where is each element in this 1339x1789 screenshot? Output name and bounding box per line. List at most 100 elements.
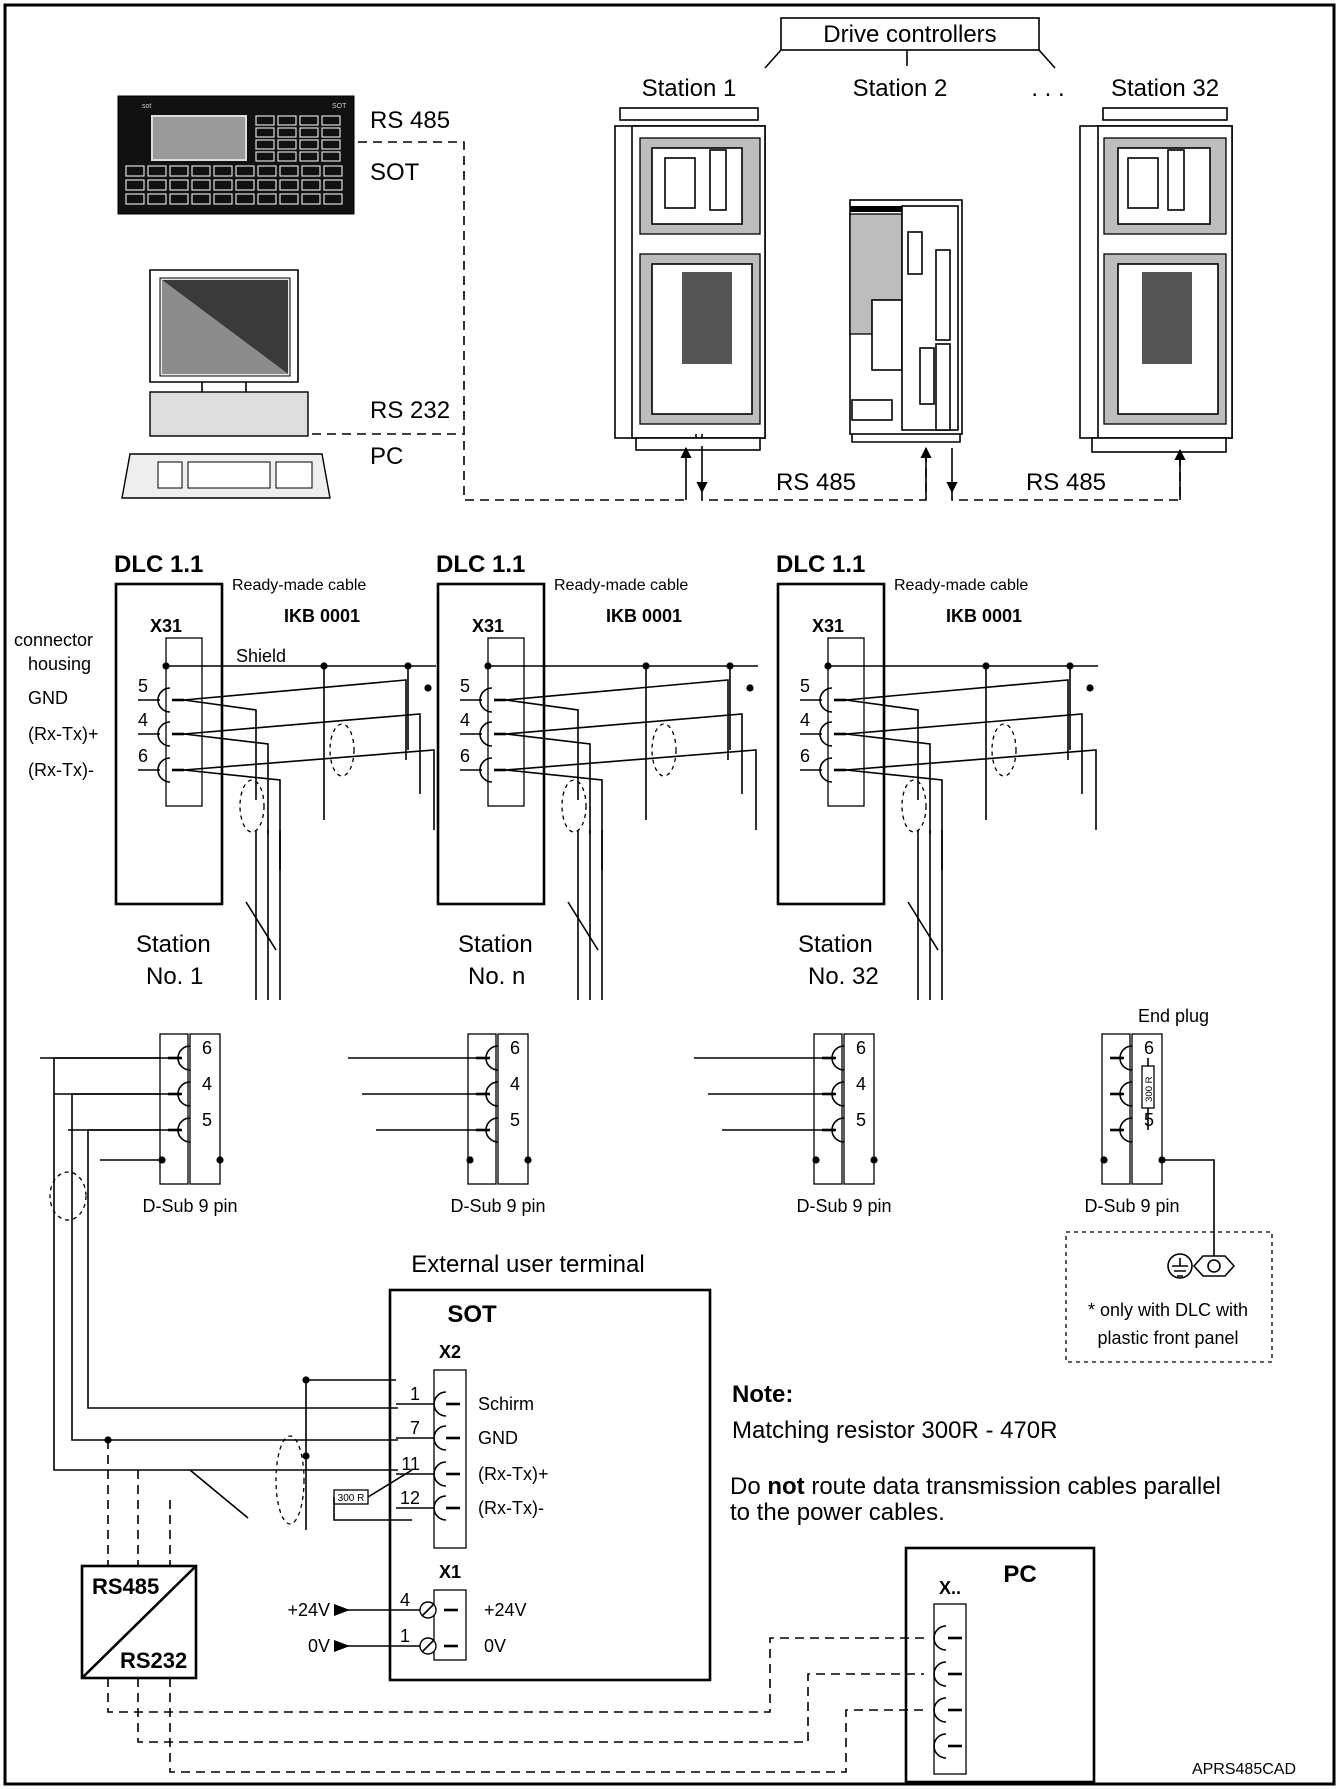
x31-label: X31: [812, 616, 844, 636]
bundle-wire: [845, 679, 1069, 760]
resistor-lead: [333, 1469, 413, 1521]
shield-dot: [824, 662, 832, 670]
rs485-sot-label: RS 485: [370, 107, 450, 134]
bundle-wire: [183, 733, 269, 834]
sot-key: [125, 165, 145, 177]
dsub-pin-number: 6: [1144, 1038, 1154, 1058]
sot-key: [147, 179, 167, 191]
x31-pin-number: 4: [800, 710, 810, 730]
sot-key: [255, 139, 275, 150]
station-32-label: Station 32: [1111, 75, 1219, 102]
ready-made-cable-label: Ready-made cable: [554, 577, 688, 594]
sot-panel-device: sot SOT: [117, 95, 355, 215]
pc-box-x: X..: [939, 1578, 961, 1598]
bundle-wire: [183, 679, 407, 760]
end-plug-resistor-label: 300 R: [1144, 1076, 1155, 1102]
rs232-pc-label: RS 232: [370, 397, 450, 424]
ready-made-cable-label: Ready-made cable: [232, 577, 366, 594]
junction-dot: [216, 1156, 224, 1164]
sot-key: [299, 127, 319, 138]
dsub-pin-number: 4: [510, 1074, 520, 1094]
cable-sheath: [901, 779, 927, 833]
ground-note-line2: plastic front panel: [1097, 1328, 1238, 1348]
note-line2: Do not route data transmission cables pa…: [730, 1473, 1221, 1500]
junction-dot: [870, 1156, 878, 1164]
sot-key: [323, 179, 343, 191]
pc-key: [187, 461, 271, 489]
cable-sheath: [561, 779, 587, 833]
cable-break: [907, 901, 939, 951]
sot-key: [321, 127, 341, 138]
station-label: Station: [458, 931, 533, 958]
sot-key: [257, 165, 277, 177]
sot-key: [213, 179, 233, 191]
sot-key: [125, 193, 145, 205]
x31-pin-number: 6: [460, 746, 470, 766]
sot-x2-pin-number: 7: [410, 1418, 420, 1438]
sot-x2-pin-number: 1: [410, 1384, 420, 1404]
drive-station-2: [849, 199, 963, 443]
sot-x1-screw-slot: [421, 1603, 435, 1617]
ikb-label: IKB 0001: [606, 606, 682, 626]
ready-made-cable-label: Ready-made cable: [894, 577, 1028, 594]
sot-panel-tag: SOT: [332, 103, 347, 110]
note-line2-bold: not: [767, 1473, 804, 1500]
junction-dot: [1086, 684, 1094, 692]
bundle-wire: [505, 733, 591, 834]
pc-box: PC X..: [904, 1546, 1096, 1784]
drive-controllers-label: Drive controllers: [823, 21, 996, 48]
bundle-wire: [505, 679, 729, 760]
note-line1: Matching resistor 300R - 470R: [732, 1417, 1057, 1444]
sot-panel-brand: sot: [142, 103, 151, 110]
sot-key: [299, 115, 319, 126]
sot-key: [279, 165, 299, 177]
pin-socket: [819, 757, 833, 783]
shield-wire: [645, 666, 731, 820]
sot-key: [277, 151, 297, 162]
junction-dot: [1100, 1156, 1108, 1164]
dlc-title: DLC 1.1: [114, 551, 203, 578]
sot-key: [255, 115, 275, 126]
end-plug-label: End plug: [1138, 1006, 1209, 1026]
sot-x2-signal: Schirm: [478, 1394, 534, 1414]
junction-dot: [158, 1156, 166, 1164]
sot-key: [323, 165, 343, 177]
sot-key: [213, 193, 233, 205]
pc-socket: [933, 1697, 947, 1723]
sot-key: [279, 193, 299, 205]
sot-key: [301, 193, 321, 205]
pc-key: [275, 461, 313, 489]
pin-socket: [157, 687, 171, 713]
bundle-wire: [505, 713, 743, 794]
dsub-body-right: [1131, 1033, 1163, 1185]
sot-resistor-label: 300 R: [338, 1493, 365, 1504]
sot-x1-signal: +24V: [484, 1600, 527, 1620]
shield-dot: [162, 662, 170, 670]
drive-controllers-label-box: [780, 17, 1040, 51]
note-title: Note:: [732, 1381, 793, 1408]
sot-key: [169, 179, 189, 191]
sot-x1-supply: 0V: [308, 1636, 330, 1656]
junction-dot: [424, 684, 432, 692]
pin-socket: [819, 721, 833, 747]
junction-dot: [982, 662, 990, 670]
pin-socket: [157, 757, 171, 783]
dsub-pin-number: 5: [1144, 1110, 1154, 1130]
dsub-body-left: [159, 1033, 189, 1185]
junction-dot: [466, 1156, 474, 1164]
junction-dot: [320, 662, 328, 670]
note-line2-pre: Do: [730, 1473, 767, 1500]
sot-x2-signal: (Rx-Tx)+: [478, 1464, 549, 1484]
cable-sheath: [329, 723, 355, 777]
sot-key: [191, 165, 211, 177]
sot-key: [257, 179, 277, 191]
cable-break: [245, 901, 277, 951]
station-32-dots: . . .: [1031, 75, 1064, 102]
sot-x1-pin-number: 4: [400, 1590, 410, 1610]
station-number: No. n: [468, 963, 525, 990]
